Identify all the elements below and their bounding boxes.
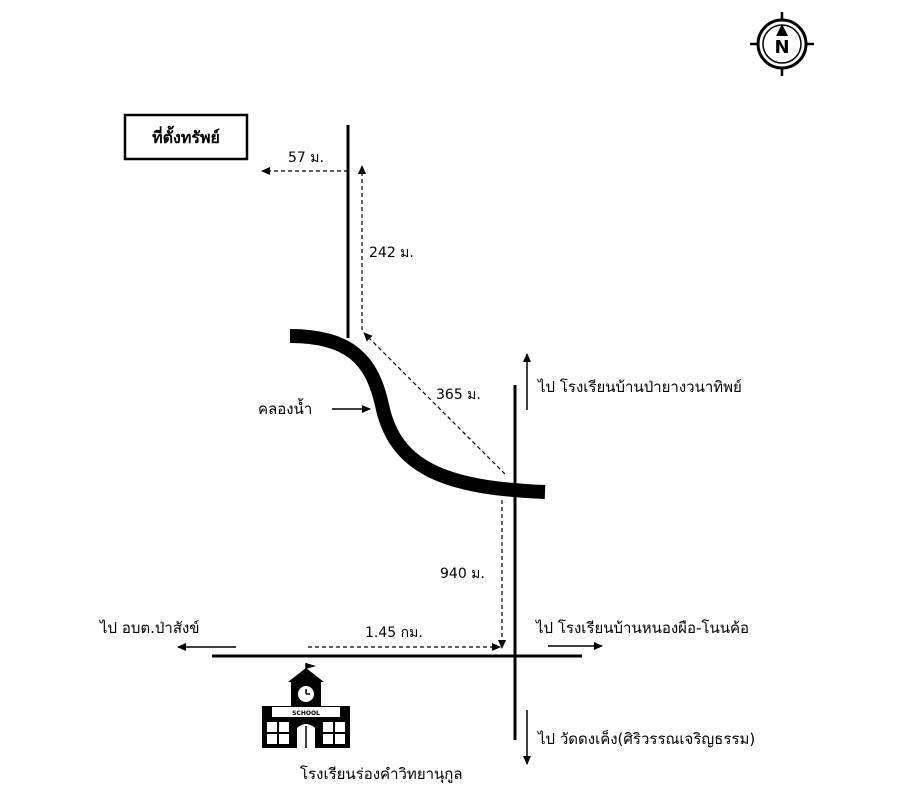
- distance-west-offset: 57 ม.: [288, 150, 324, 166]
- distance-main-road: 1.45 กม.: [365, 625, 423, 641]
- school-icon: SCHOOL: [262, 663, 350, 748]
- destination-east: ไป โรงเรียนบ้านหนองผือ-โนนค้อ: [535, 619, 749, 637]
- canal-label: คลองน้ำ: [258, 398, 312, 418]
- compass-letter: N: [774, 37, 789, 58]
- school-sign: SCHOOL: [292, 710, 320, 717]
- property-label: ที่ตั้งทรัพย์: [152, 125, 220, 147]
- landmark-name: โรงเรียนร่องคำวิทยานุกูล: [300, 765, 463, 784]
- destination-south: ไป วัดดงเค็ง(ศิริวรรณเจริญธรรม): [537, 729, 755, 748]
- destination-west: ไป อบต.ป่าสังข์: [99, 619, 200, 637]
- property-marker: ที่ตั้งทรัพย์: [123, 113, 249, 161]
- distance-diagonal: 365 ม.: [436, 387, 481, 403]
- clock-icon: [298, 686, 314, 702]
- diagonal-line: [363, 332, 506, 475]
- canal: [289, 329, 546, 499]
- compass-icon: N: [750, 12, 814, 76]
- distance-south-segment: 940 ม.: [440, 566, 485, 582]
- destination-north: ไป โรงเรียนบ้านป่ายางวนาทิพย์: [537, 378, 742, 396]
- distance-north-segment: 242 ม.: [369, 245, 414, 261]
